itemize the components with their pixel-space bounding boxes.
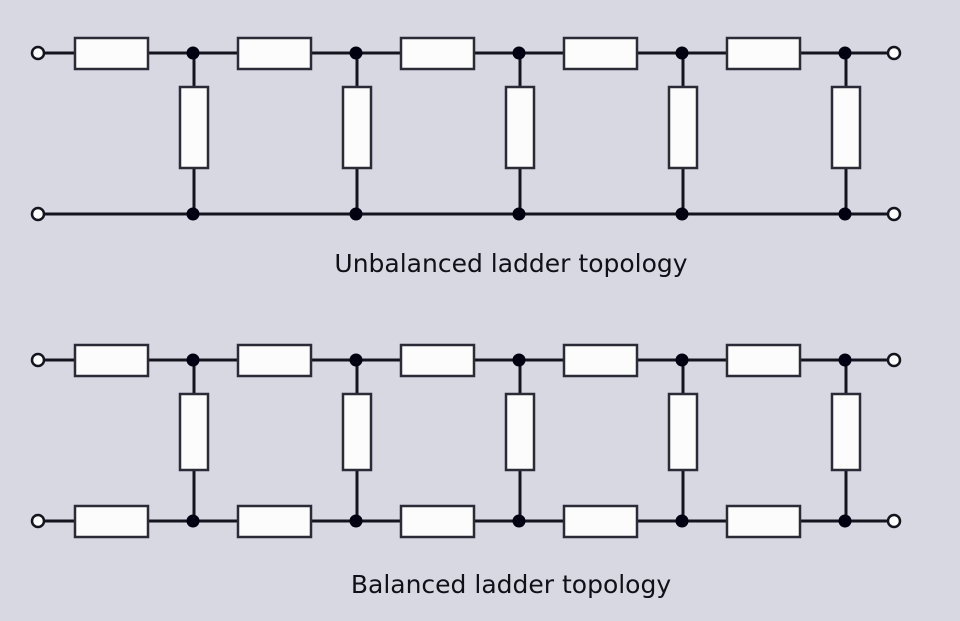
junction-dot-bottom-5 [838, 207, 852, 221]
series-resistor-top-2[interactable] [236, 36, 313, 71]
series-resistor-bottom-3[interactable] [399, 504, 476, 539]
shunt-resistor-3[interactable] [504, 85, 536, 170]
shunt-resistor-2[interactable] [341, 85, 373, 170]
terminal-input-bottom[interactable] [30, 206, 46, 222]
ladder-diagram-unbalanced: Unbalanced ladder topology [30, 36, 902, 278]
shunt-resistor-1[interactable] [178, 392, 210, 472]
junction-dot-bottom-4 [675, 207, 689, 221]
junction-dot-top-2 [349, 353, 363, 367]
junction-dot-top-2 [349, 46, 363, 60]
series-resistor-top-4[interactable] [562, 36, 639, 71]
caption-balanced: Balanced ladder topology [351, 570, 672, 599]
junction-dot-bottom-4 [675, 514, 689, 528]
series-resistor-top-5[interactable] [725, 343, 802, 378]
junction-dot-top-3 [512, 46, 526, 60]
terminal-output-top[interactable] [886, 352, 902, 368]
series-resistor-top-1[interactable] [73, 343, 150, 378]
junction-dot-bottom-3 [512, 514, 526, 528]
series-resistor-top-1[interactable] [73, 36, 150, 71]
series-resistor-top-5[interactable] [725, 36, 802, 71]
series-resistor-bottom-1[interactable] [73, 504, 150, 539]
shunt-resistor-4[interactable] [667, 392, 699, 472]
shunt-resistor-4[interactable] [667, 85, 699, 170]
series-resistor-bottom-5[interactable] [725, 504, 802, 539]
series-resistor-top-3[interactable] [399, 36, 476, 71]
terminal-input-top[interactable] [30, 352, 46, 368]
caption-unbalanced: Unbalanced ladder topology [334, 249, 687, 278]
terminal-output-top[interactable] [886, 45, 902, 61]
junction-dot-top-3 [512, 353, 526, 367]
junction-dot-top-5 [838, 353, 852, 367]
terminal-input-top[interactable] [30, 45, 46, 61]
shunt-resistor-5[interactable] [830, 85, 862, 170]
junction-dot-bottom-1 [186, 514, 200, 528]
junction-dot-top-1 [186, 353, 200, 367]
shunt-resistor-2[interactable] [341, 392, 373, 472]
series-resistor-top-4[interactable] [562, 343, 639, 378]
junction-dot-bottom-3 [512, 207, 526, 221]
junction-dot-top-4 [675, 46, 689, 60]
ladder-diagram-balanced: Balanced ladder topology [30, 343, 902, 599]
junction-dot-top-1 [186, 46, 200, 60]
junction-dot-bottom-5 [838, 514, 852, 528]
junction-dot-bottom-1 [186, 207, 200, 221]
junction-dot-top-4 [675, 353, 689, 367]
series-resistor-bottom-4[interactable] [562, 504, 639, 539]
junction-dot-bottom-2 [349, 207, 363, 221]
series-resistor-top-3[interactable] [399, 343, 476, 378]
junction-dot-bottom-2 [349, 514, 363, 528]
terminal-output-bottom[interactable] [886, 513, 902, 529]
terminal-input-bottom[interactable] [30, 513, 46, 529]
shunt-resistor-3[interactable] [504, 392, 536, 472]
series-resistor-top-2[interactable] [236, 343, 313, 378]
junction-dot-top-5 [838, 46, 852, 60]
shunt-resistor-5[interactable] [830, 392, 862, 472]
shunt-resistor-1[interactable] [178, 85, 210, 170]
series-resistor-bottom-2[interactable] [236, 504, 313, 539]
terminal-output-bottom[interactable] [886, 206, 902, 222]
